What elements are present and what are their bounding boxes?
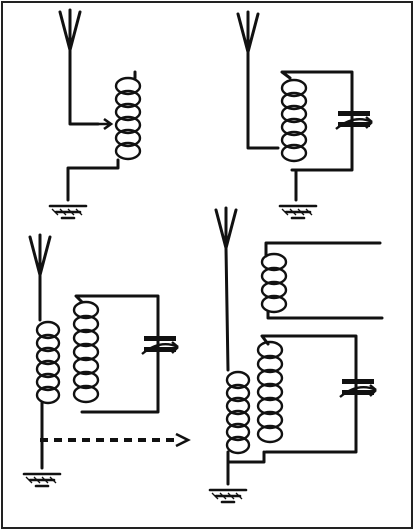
tap-arrow-icon bbox=[98, 117, 114, 131]
ground-icon bbox=[22, 472, 62, 488]
output-loop-top bbox=[264, 241, 382, 258]
panel-bottom-left bbox=[22, 233, 191, 488]
antenna-icon bbox=[236, 10, 260, 54]
antenna-lead bbox=[68, 48, 100, 126]
primary-coil-icon bbox=[35, 320, 61, 405]
panel-top-right bbox=[236, 10, 374, 220]
output-loop-bottom bbox=[266, 310, 384, 320]
antenna-icon bbox=[214, 206, 238, 250]
coil-junction bbox=[226, 450, 266, 464]
ground-icon bbox=[208, 488, 248, 504]
secondary-coil-icon bbox=[256, 340, 284, 444]
dashed-arrow-icon bbox=[40, 432, 191, 448]
coil-icon bbox=[280, 78, 308, 163]
ground-lead bbox=[66, 158, 120, 202]
variable-capacitor-icon bbox=[338, 377, 378, 399]
coil-icon bbox=[114, 76, 142, 161]
ground-icon bbox=[48, 204, 88, 220]
antenna-lead bbox=[246, 50, 280, 150]
panel-bottom-right bbox=[208, 206, 384, 504]
antenna-icon bbox=[58, 8, 82, 52]
variable-capacitor-icon bbox=[140, 334, 180, 356]
secondary-coil-icon bbox=[72, 300, 100, 404]
tuning-loop bbox=[260, 334, 358, 454]
output-coil-icon bbox=[260, 252, 288, 314]
variable-capacitor-icon bbox=[334, 109, 374, 131]
antenna-lead bbox=[224, 246, 230, 372]
antenna-icon bbox=[28, 233, 52, 277]
primary-coil-icon bbox=[225, 370, 251, 455]
ground-icon bbox=[278, 204, 318, 220]
panel-top-left bbox=[48, 8, 142, 220]
tuning-loop bbox=[74, 294, 160, 414]
tuning-loop bbox=[280, 70, 354, 172]
